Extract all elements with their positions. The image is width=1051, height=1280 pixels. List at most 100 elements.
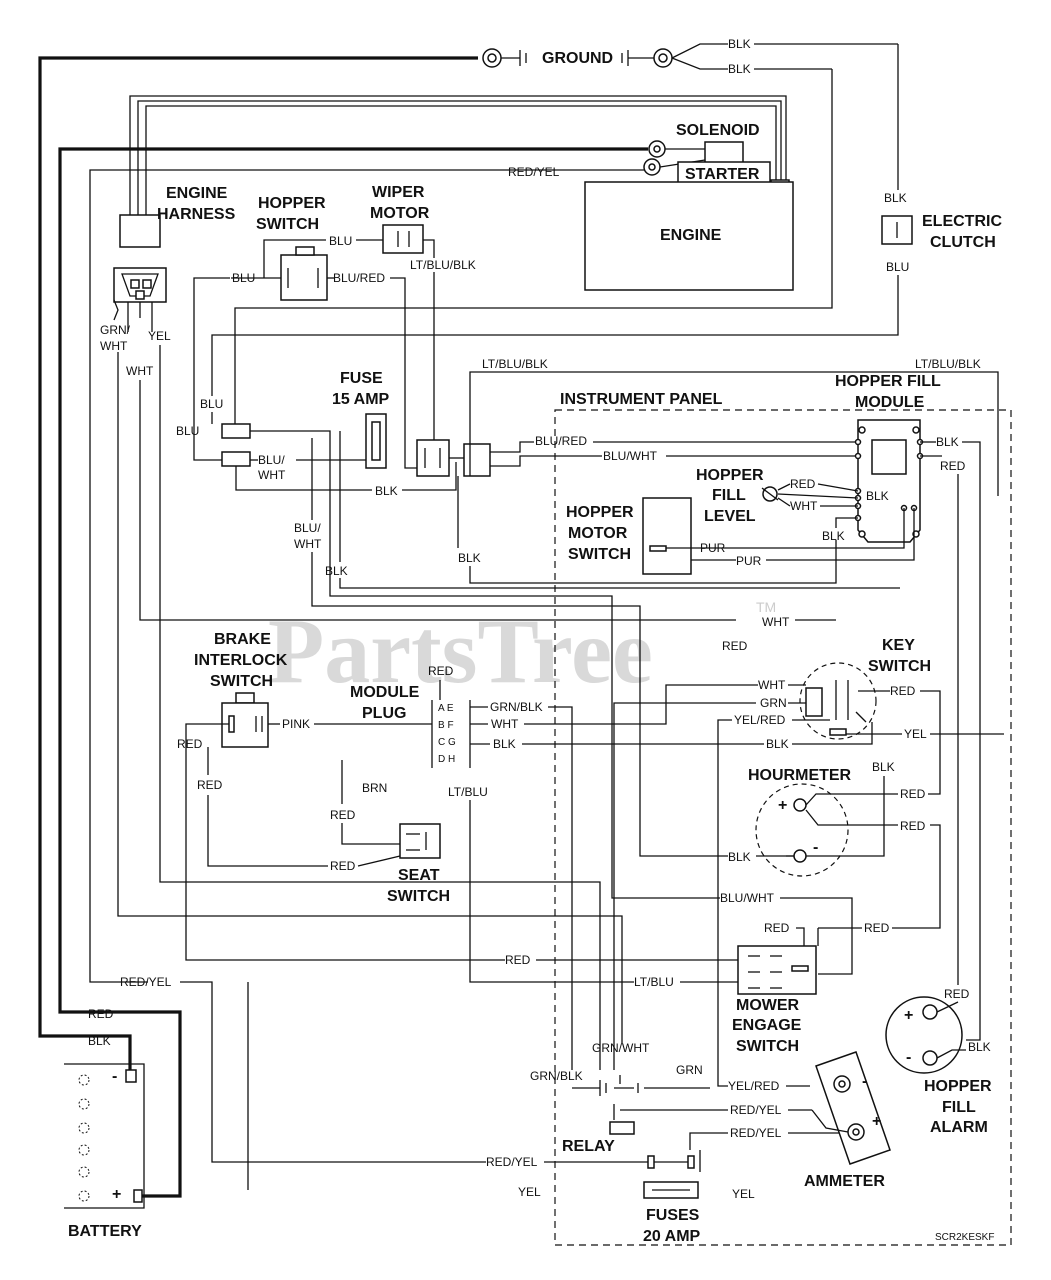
alarm-plus: + (904, 1007, 913, 1024)
wire-label: LT/BLU (448, 785, 488, 799)
wire-label: LT/BLU (634, 975, 674, 989)
wire-label: RED (197, 778, 223, 792)
key-switch (799, 662, 877, 740)
pin-label: A E (438, 703, 454, 714)
mower-engage-label-2: ENGAGE (732, 1017, 802, 1034)
wire-label: RED (790, 477, 816, 491)
wire-label: BLK (968, 1040, 991, 1054)
watermark: PartsTree (268, 600, 653, 702)
wire-label: WHT (491, 717, 519, 731)
brake-interlock-label-3: SWITCH (210, 673, 273, 690)
wiper-motor-label-1: WIPER (372, 184, 425, 201)
wire-label: PUR (700, 541, 726, 555)
battery-plus: + (112, 1186, 121, 1203)
wire-label: RED/YEL (486, 1155, 538, 1169)
wire-label: BLK (728, 850, 751, 864)
engine-harness-label-1: ENGINE (166, 185, 228, 202)
brake-interlock-label-2: INTERLOCK (194, 652, 288, 669)
wire-label: RED/YEL (730, 1126, 782, 1140)
wire-label: RED (88, 1007, 114, 1021)
seat-switch-label-1: SEAT (398, 867, 440, 884)
wire-label: WHT (258, 468, 286, 482)
wire-label: BLK (884, 191, 907, 205)
battery (64, 1063, 145, 1209)
wire-label: PINK (282, 717, 310, 731)
wire-label: LT/BLU/BLK (482, 357, 548, 371)
wire-label: GRN (760, 696, 787, 710)
wire-label: LT/BLU/BLK (410, 258, 476, 272)
wire-label: RED (428, 664, 454, 678)
wire-label: YEL (148, 329, 171, 343)
relay-label: RELAY (562, 1138, 615, 1155)
electric-clutch-label-1: ELECTRIC (922, 213, 1002, 230)
wire-label: BLU/ (258, 453, 285, 467)
mower-engage-label-1: MOWER (736, 997, 800, 1014)
wiper-motor-label-2: MOTOR (370, 205, 430, 222)
hopper-fill-module (854, 419, 924, 543)
wire-label: BLK (325, 564, 348, 578)
wire-label: BLU/WHT (720, 891, 775, 905)
wire-label: LT/BLU/BLK (915, 357, 981, 371)
fuses-label-2: 20 AMP (643, 1228, 701, 1245)
trademark: TM (756, 599, 776, 615)
hopper-motor-switch (642, 497, 692, 575)
battery-cables (38, 56, 648, 1198)
alarm-minus: - (906, 1049, 911, 1066)
module-plug-label-2: PLUG (362, 705, 406, 722)
wire-label: RED (900, 819, 926, 833)
wire-label: RED (940, 459, 966, 473)
wire-label: BLU (200, 397, 223, 411)
hopper-motor-switch-label-2: MOTOR (568, 525, 628, 542)
wire-label: BLK (458, 551, 481, 565)
electric-clutch-label-2: CLUTCH (930, 234, 996, 251)
seat-switch-label-2: SWITCH (387, 888, 450, 905)
wire-label: RED (177, 737, 203, 751)
hopper-fill-level-sensor (761, 486, 779, 502)
mower-engage-switch (737, 945, 817, 995)
hopper-switch-label-2: SWITCH (256, 216, 319, 233)
wire-label: WHT (126, 364, 154, 378)
hopper-motor-switch-label-1: HOPPER (566, 504, 634, 521)
fuses-label-1: FUSES (646, 1207, 700, 1224)
wire-label: BRN (362, 781, 387, 795)
hourmeter (755, 783, 849, 877)
engine (584, 181, 794, 291)
wire-label: WHT (294, 537, 322, 551)
fuse-label-2: 15 AMP (332, 391, 390, 408)
wire-label: BLK (822, 529, 845, 543)
hourmeter-minus: - (813, 839, 818, 856)
pin-label: C G (438, 737, 456, 748)
engine-harness-label-2: HARNESS (157, 206, 236, 223)
fuse-15amp (365, 413, 387, 469)
instrument-panel-label: INSTRUMENT PANEL (560, 391, 723, 408)
wire-label: RED/YEL (730, 1103, 782, 1117)
wire-label: BLU/RED (535, 434, 587, 448)
module-plug: A E B F C G D H (431, 700, 471, 768)
hopper-switch-label-1: HOPPER (258, 195, 326, 212)
wire-label: BLK (728, 37, 751, 51)
wire-label: RED (900, 787, 926, 801)
wire-label: WHT (762, 615, 790, 629)
wire-label: PUR (736, 554, 762, 568)
wire-label: WHT (790, 499, 818, 513)
wire-label: RED/YEL (508, 165, 560, 179)
hourmeter-label: HOURMETER (748, 767, 852, 784)
hopper-motor-switch-label-3: SWITCH (568, 546, 631, 563)
wire-label: YEL/RED (728, 1079, 780, 1093)
ground-label: GROUND (542, 50, 613, 67)
hopper-fill-level-label-1: HOPPER (696, 467, 764, 484)
hopper-fill-alarm-label-3: ALARM (930, 1119, 988, 1136)
fuse-label-1: FUSE (340, 370, 383, 387)
wire-label: BLU/ (294, 521, 321, 535)
battery-minus: - (112, 1068, 117, 1085)
diagram-code: SCR2KESKF (935, 1232, 994, 1243)
starter-label: STARTER (685, 166, 760, 183)
wire-label: GRN/WHT (592, 1041, 650, 1055)
wire-label: RED (764, 921, 790, 935)
wire-label: BLK (88, 1034, 111, 1048)
wire-label: RED (722, 639, 748, 653)
wire-label: RED (330, 808, 356, 822)
pin-label: D H (438, 754, 455, 765)
wire-label: BLK (936, 435, 959, 449)
hopper-fill-alarm (885, 996, 963, 1074)
